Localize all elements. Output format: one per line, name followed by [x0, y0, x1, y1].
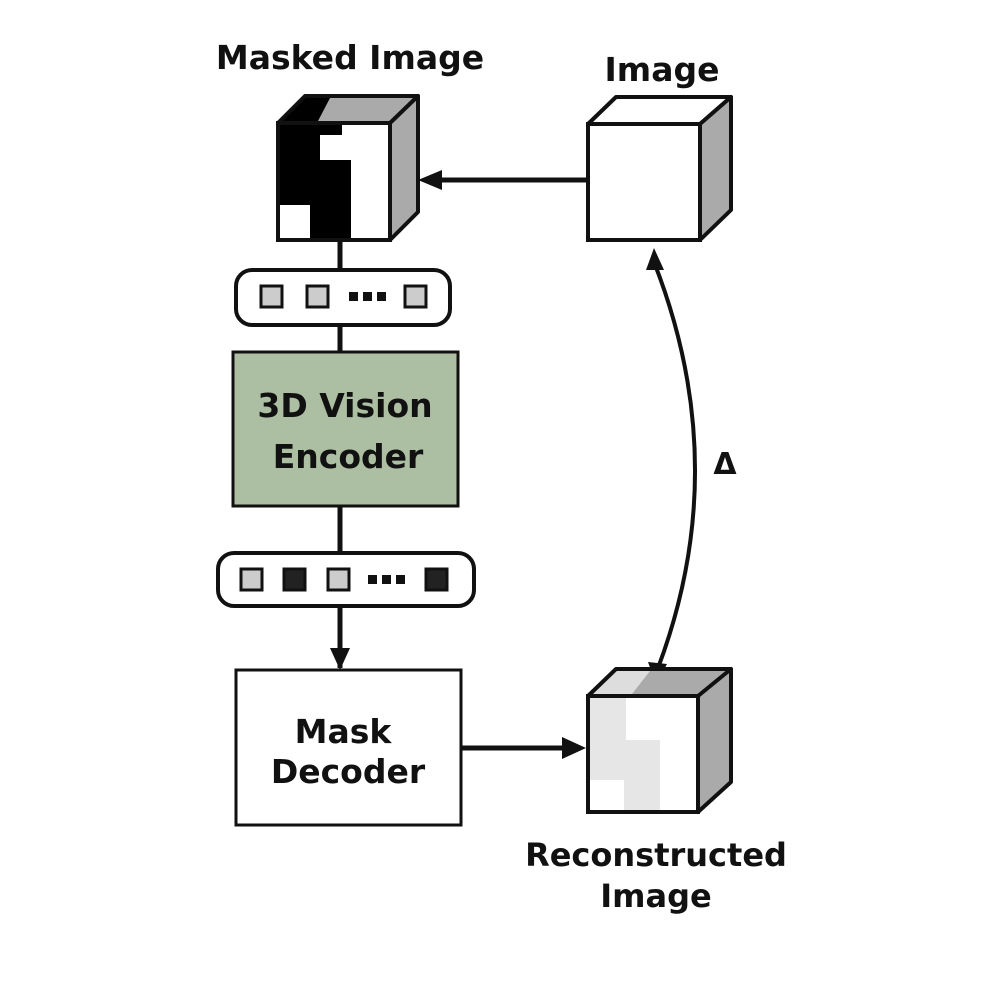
- delta-symbol: Δ: [713, 447, 737, 482]
- masked-cube-front-outline: [276, 121, 392, 242]
- arrow-tokens-to-decoder-head: [330, 648, 350, 670]
- token-ellipsis-dot: [377, 292, 386, 301]
- token-ellipsis-dot: [382, 575, 391, 584]
- token-masked: [424, 567, 449, 592]
- image-cube-front: [586, 122, 702, 242]
- decoder-label-line2: Decoder: [271, 752, 426, 791]
- arrow-decoder-to-reconstructed-head: [562, 737, 586, 759]
- token: [305, 284, 330, 309]
- masked-cube-side: [388, 94, 420, 242]
- token-sequence-input: [234, 268, 452, 327]
- reconstructed-label-line1: Reconstructed: [525, 836, 787, 874]
- mask-decoder-box: [234, 668, 463, 827]
- mask-patch: [320, 123, 342, 135]
- reconstructed-patch: [588, 696, 660, 812]
- image-cube: [586, 95, 733, 242]
- comparison-curve-head-top: [646, 248, 664, 270]
- reconstructed-label-line2: Image: [600, 877, 711, 915]
- token: [259, 284, 284, 309]
- token-ellipsis-dot: [368, 575, 377, 584]
- masked-cube-top-gray: [318, 98, 416, 121]
- token-ellipsis-dot: [363, 292, 372, 301]
- arrow-image-to-masked-head: [418, 170, 442, 190]
- token-bar-1: [234, 268, 452, 327]
- masked-image-label: Masked Image: [216, 38, 484, 77]
- comparison-curve: [652, 261, 698, 669]
- masked-image-cube: [276, 94, 420, 242]
- encoder-label-line1: 3D Vision: [257, 386, 432, 425]
- image-cube-side: [698, 95, 733, 242]
- reconstructed-image-cube: [586, 667, 733, 814]
- token: [239, 567, 264, 592]
- image-label: Image: [605, 50, 720, 89]
- decoder-label-line1: Mask: [295, 712, 393, 751]
- token: [403, 284, 428, 309]
- token-masked: [282, 567, 307, 592]
- token-sequence-output: [216, 551, 476, 608]
- mask-region: [278, 123, 351, 240]
- reconstructed-cube-front-outline: [586, 694, 700, 814]
- encoder-label-line2: Encoder: [273, 437, 424, 476]
- reconstructed-cube-side: [696, 667, 733, 814]
- token-ellipsis-dot: [349, 292, 358, 301]
- vision-encoder-box: [231, 350, 460, 508]
- token: [326, 567, 351, 592]
- token-ellipsis-dot: [396, 575, 405, 584]
